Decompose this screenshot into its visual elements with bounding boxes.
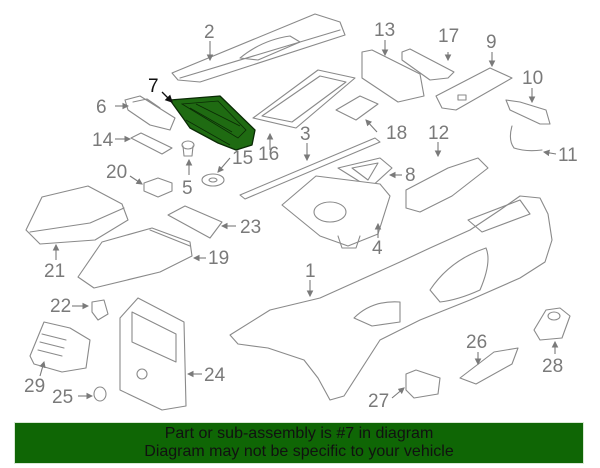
callout-3[interactable]: 3 <box>300 124 311 145</box>
part-27-switch[interactable] <box>405 369 441 399</box>
part-18-tray[interactable] <box>335 95 379 121</box>
part-21-armrest-lid[interactable] <box>25 185 129 245</box>
leader-lines <box>39 40 559 400</box>
callout-17[interactable]: 17 <box>438 26 459 47</box>
callout-labels: 2 7 6 14 5 15 16 3 20 23 19 21 8 4 18 13… <box>24 20 578 412</box>
part-28-controller[interactable] <box>533 307 571 341</box>
part-10-bracket[interactable] <box>505 99 551 125</box>
part-7-tray-highlighted[interactable] <box>169 95 256 151</box>
part-9-panel[interactable] <box>435 67 513 111</box>
info-banner: Part or sub-assembly is #7 in diagram Di… <box>14 422 584 464</box>
callout-29[interactable]: 29 <box>24 376 45 397</box>
part-19-armrest[interactable] <box>77 227 193 289</box>
callout-8[interactable]: 8 <box>405 165 416 186</box>
callout-4[interactable]: 4 <box>372 238 383 259</box>
part-22-clip[interactable] <box>91 299 109 321</box>
callout-9[interactable]: 9 <box>486 32 497 53</box>
callout-22[interactable]: 22 <box>50 296 71 317</box>
callout-15[interactable]: 15 <box>232 148 253 169</box>
part-25-plug[interactable] <box>93 386 107 402</box>
part-11-cable[interactable] <box>509 125 543 152</box>
callout-28[interactable]: 28 <box>542 356 563 377</box>
part-1-center-console[interactable] <box>229 195 553 401</box>
callout-5[interactable]: 5 <box>182 178 193 199</box>
part-12-bin[interactable] <box>405 157 489 213</box>
callout-7[interactable]: 7 <box>148 76 159 97</box>
part-26-switch-panel[interactable] <box>459 347 519 385</box>
banner-line-disclaimer: Diagram may not be specific to your vehi… <box>144 443 454 460</box>
callout-18[interactable]: 18 <box>386 123 407 144</box>
part-5-plug[interactable] <box>181 140 195 157</box>
callout-12[interactable]: 12 <box>428 123 449 144</box>
part-13-glovebox[interactable] <box>361 49 425 103</box>
banner-line-part-number: Part or sub-assembly is #7 in diagram <box>164 425 434 442</box>
part-17-lid[interactable] <box>401 48 455 81</box>
part-6-bracket[interactable] <box>124 95 176 131</box>
part-24-rear-panel[interactable] <box>119 297 187 411</box>
part-3-strip[interactable] <box>239 137 381 200</box>
callout-24[interactable]: 24 <box>204 365 226 386</box>
parts-diagram: 2 7 6 14 5 15 16 3 20 23 19 21 8 4 18 13… <box>24 13 578 412</box>
callout-21[interactable]: 21 <box>44 261 65 282</box>
part-20-block[interactable] <box>143 177 173 198</box>
callout-2[interactable]: 2 <box>204 22 215 43</box>
callout-10[interactable]: 10 <box>522 68 543 89</box>
part-23-cover[interactable] <box>167 205 223 239</box>
callout-27[interactable]: 27 <box>368 391 389 412</box>
part-15-grommet[interactable] <box>201 173 225 187</box>
part-14-pad[interactable] <box>130 132 173 155</box>
callout-26[interactable]: 26 <box>466 332 487 353</box>
callout-13[interactable]: 13 <box>374 20 395 41</box>
callout-11[interactable]: 11 <box>558 145 578 166</box>
callout-20[interactable]: 20 <box>106 162 127 183</box>
callout-6[interactable]: 6 <box>96 97 107 118</box>
callout-16[interactable]: 16 <box>258 144 279 165</box>
callout-14[interactable]: 14 <box>92 130 114 151</box>
part-4-cupholder-bezel[interactable] <box>281 175 391 249</box>
callout-1[interactable]: 1 <box>305 261 316 282</box>
callout-19[interactable]: 19 <box>208 248 229 269</box>
part-2-trim-strip[interactable] <box>171 13 346 83</box>
part-29-vent[interactable] <box>29 321 91 373</box>
callout-23[interactable]: 23 <box>240 217 261 238</box>
part-16-mat-tray[interactable] <box>252 69 356 129</box>
callout-25[interactable]: 25 <box>52 387 73 408</box>
